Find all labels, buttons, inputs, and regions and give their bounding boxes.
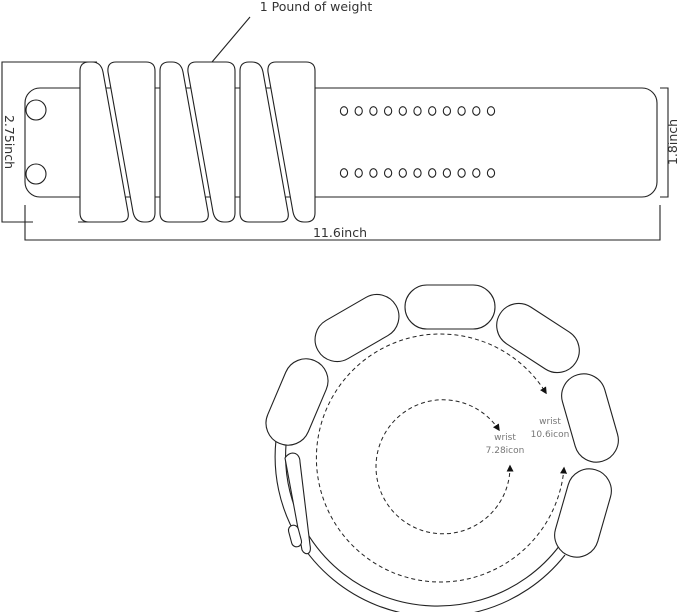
strap-hole (369, 106, 378, 116)
adjustment-holes (339, 106, 496, 178)
wrapped-pads (265, 284, 619, 558)
weight-pad-left (79, 61, 129, 223)
wrapped-weight-pad (314, 293, 400, 363)
strap-hole (339, 168, 349, 178)
height-dimension (1, 61, 97, 223)
strap-hole (472, 106, 481, 116)
wrapped-weight-pad (554, 468, 612, 558)
strap-hole (339, 106, 349, 116)
strap-hole (398, 106, 407, 116)
strap-hole (442, 168, 452, 178)
weight-label: 1 Pound of weight (260, 0, 373, 14)
outer-wrist-value: 10.6icon (531, 430, 570, 440)
strap-hole (413, 168, 422, 178)
weight-pad-right (187, 61, 236, 223)
inner-wrist-label: wrist (494, 433, 516, 443)
strap-hole (383, 168, 393, 178)
snap-hole (25, 99, 47, 121)
weight-pad-left (159, 61, 209, 223)
strap-hole (369, 168, 378, 178)
strap-hole (486, 106, 496, 116)
wrapped-weight-pad (561, 373, 619, 463)
weight-pad-left (239, 61, 289, 223)
strap-hole (457, 168, 466, 178)
weight-pad-right (107, 61, 156, 223)
width-label: 1.8inch (665, 119, 679, 165)
band-inner-edge (285, 444, 561, 607)
strap-hole (413, 106, 422, 116)
buckle-strip (284, 452, 311, 555)
buckle (287, 524, 303, 548)
strap-hole (354, 168, 363, 178)
snap-hole (25, 163, 47, 185)
outer-wrist-arc (315, 333, 568, 583)
strap-hole (428, 106, 437, 116)
strap-hole (442, 106, 452, 116)
strap-hole (428, 168, 437, 178)
flat-strap: 1 Pound of weight 2.75inch 1.8inch 11.6i… (1, 0, 679, 241)
wrapped-weight-pad (404, 284, 496, 330)
band-outer-edge (274, 439, 566, 612)
strap-hole (398, 168, 407, 178)
wrapped-weight-pad (265, 358, 329, 446)
weight-pad-right (267, 61, 316, 223)
strap-hole (457, 106, 466, 116)
strap-hole (472, 168, 481, 178)
leader-line (211, 16, 251, 63)
wrapped-weight-pad (496, 302, 580, 374)
wrapped-strap: wrist 7.28icon wrist 10.6icon (265, 284, 619, 612)
inner-wrist-arc (375, 399, 514, 535)
strap-hole (486, 168, 496, 178)
strap-hole (383, 106, 393, 116)
length-dimension (24, 205, 661, 241)
weight-pads (79, 61, 316, 223)
height-label: 2.75inch (2, 115, 17, 169)
strap-hole (354, 106, 363, 116)
width-dimension (660, 87, 669, 198)
inner-wrist-value: 7.28icon (486, 446, 525, 456)
length-label: 11.6inch (313, 225, 367, 240)
outer-wrist-label: wrist (539, 417, 561, 427)
